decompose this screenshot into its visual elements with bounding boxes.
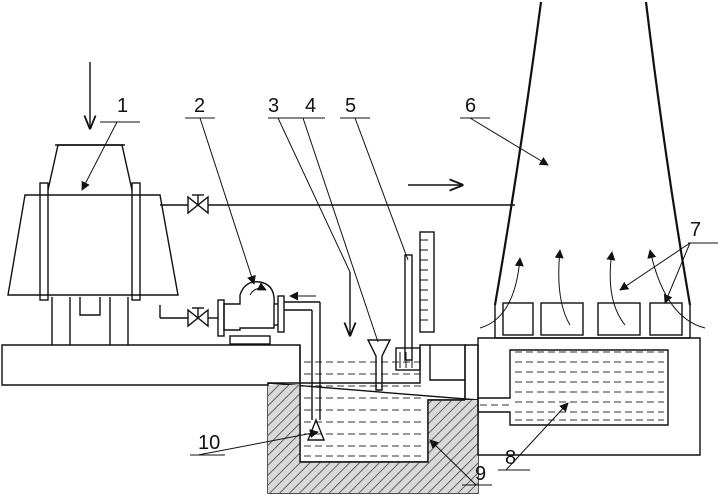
funnel-and-gauge <box>350 231 435 391</box>
label-3: 3 <box>268 95 279 117</box>
label-1: 1 <box>117 95 128 117</box>
right-foundation <box>477 337 701 456</box>
left-foundation <box>1 344 479 494</box>
label-10: 10 <box>198 432 220 454</box>
hot-water-pipe <box>160 185 515 215</box>
cooling-tower <box>479 1 706 339</box>
label-5: 5 <box>345 95 356 117</box>
label-8: 8 <box>505 447 516 469</box>
label-4: 4 <box>305 95 316 117</box>
heat-exchanger <box>7 62 179 345</box>
label-2: 2 <box>194 95 205 117</box>
label-6: 6 <box>465 95 476 117</box>
label-7: 7 <box>690 219 701 241</box>
basin-9-water <box>304 361 425 457</box>
leader-lines <box>81 117 718 486</box>
label-9: 9 <box>475 463 486 485</box>
